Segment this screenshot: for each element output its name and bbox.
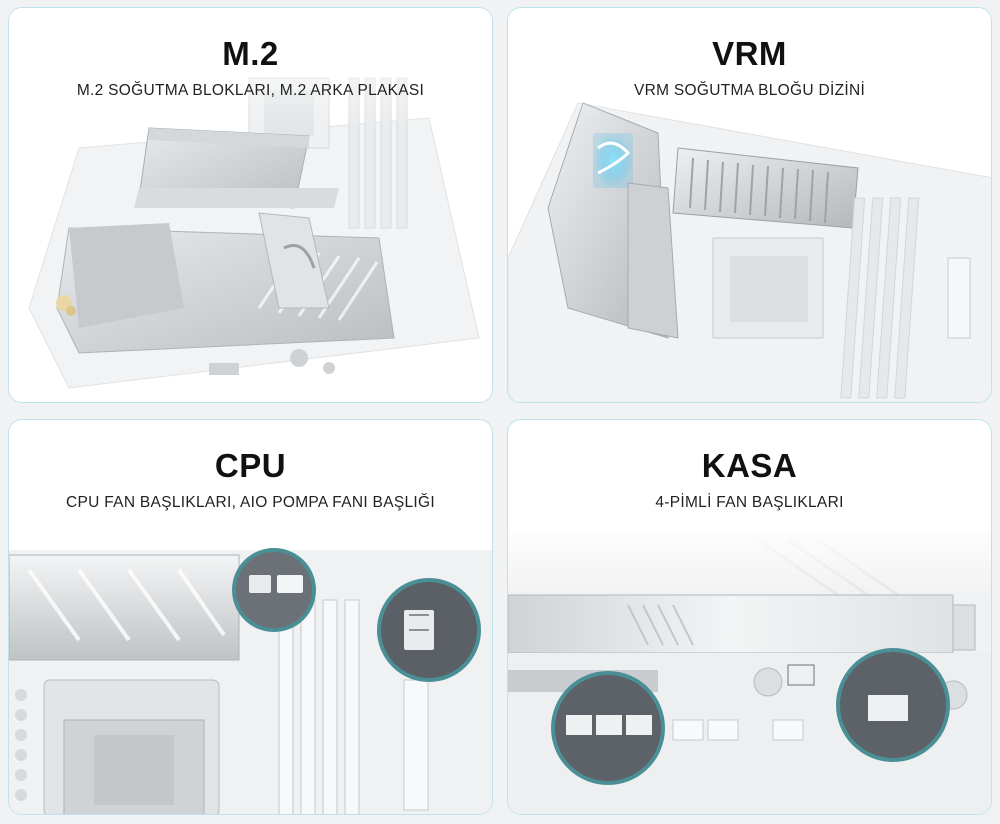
card-title: KASA [701, 447, 798, 484]
cpu-fan-header-illustration [9, 548, 492, 814]
feature-card-vrm[interactable]: VRM VRM SOĞUTMA BLOĞU DİZİNİ [507, 7, 992, 403]
card-subtitle: 4-PİMLİ FAN BAŞLIKLARI [655, 494, 844, 511]
card-title: M.2 [222, 35, 279, 72]
card-subtitle: VRM SOĞUTMA BLOĞU DİZİNİ [633, 82, 866, 99]
card-subtitle: CPU FAN BAŞLIKLARI, AIO POMPA FANI BAŞLI… [66, 494, 435, 511]
card-subtitle: M.2 SOĞUTMA BLOKLARI, M.2 ARKA PLAKASI [76, 82, 425, 99]
card-title: VRM [712, 35, 787, 72]
m2-heatsink-illustration [9, 8, 492, 389]
feature-card-m2[interactable]: M.2 M.2 SOĞUTMA BLOKLARI, M.2 ARKA PLAKA… [8, 7, 493, 403]
card-title: CPU [214, 447, 287, 484]
vrm-heatsink-illustration [508, 8, 991, 402]
feature-card-cpu[interactable]: CPU CPU FAN BAŞLIKLARI, AIO POMPA FANI B… [8, 419, 493, 815]
feature-card-kasa[interactable]: KASA 4-PİMLİ FAN BAŞLIKLARI [507, 419, 992, 815]
chassis-fan-header-illustration [508, 520, 991, 814]
